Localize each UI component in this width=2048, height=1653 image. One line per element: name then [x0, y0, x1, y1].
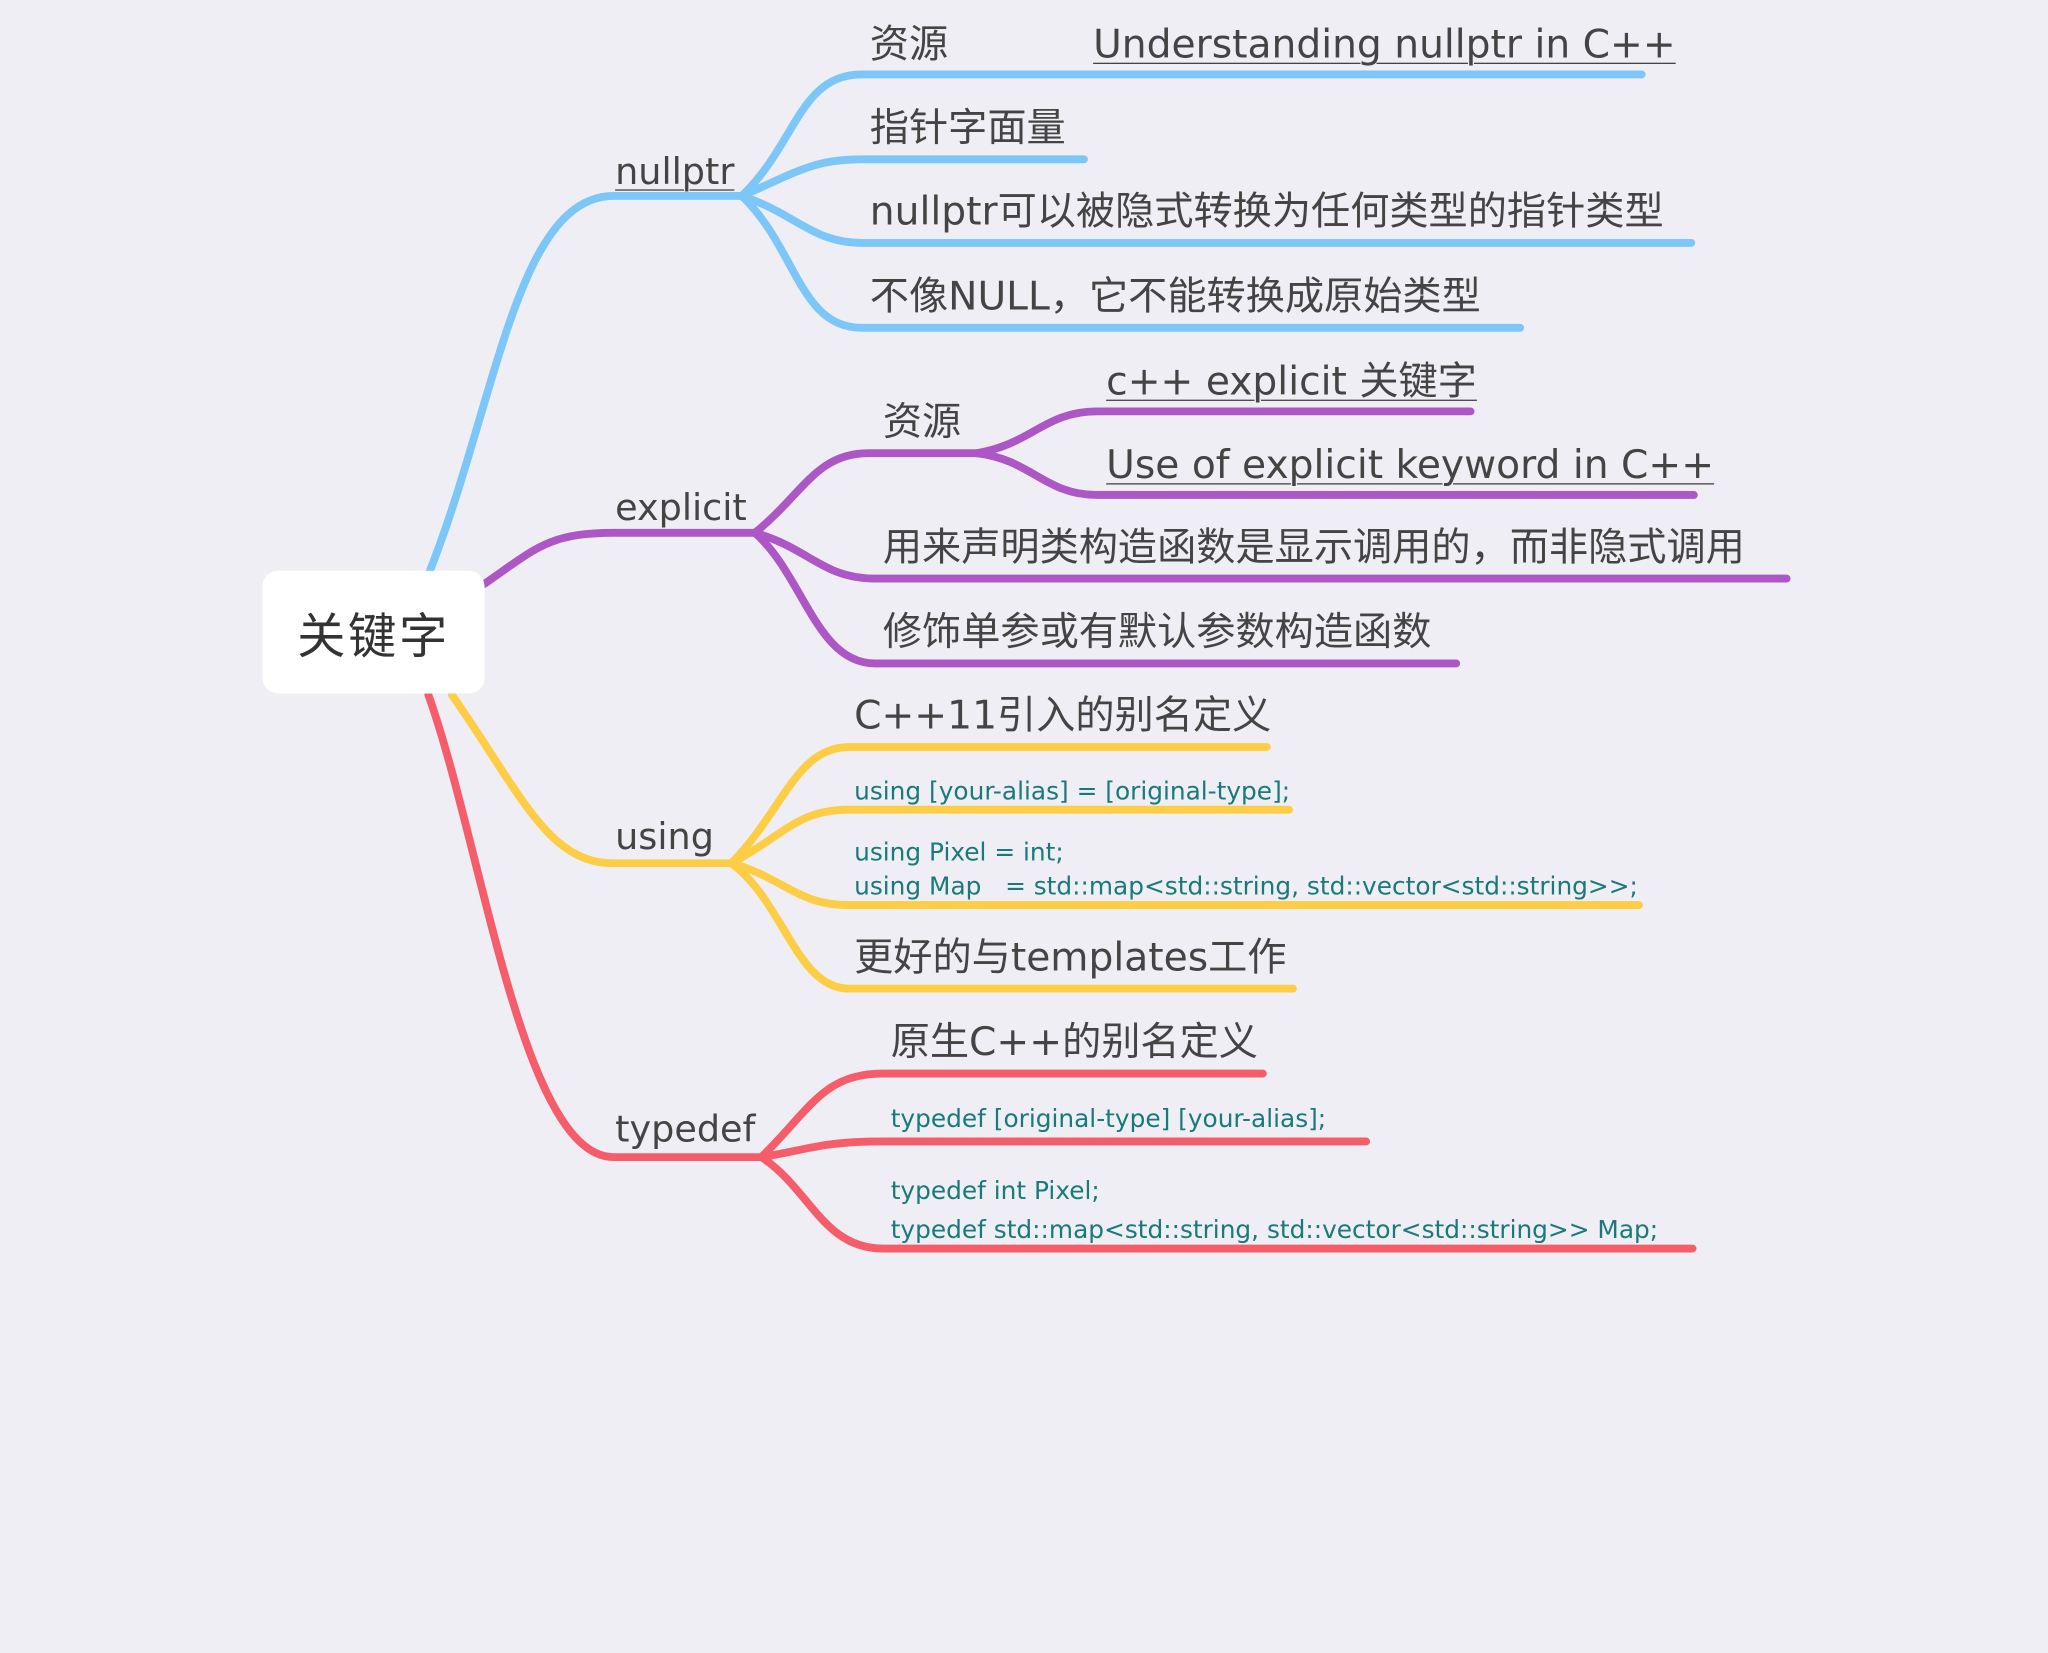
typedef-to-examples-connector	[757, 1153, 1697, 1253]
mind-map-connectors	[424, 70, 1791, 1253]
explicit-resource-link-2[interactable]: Use of explicit keyword in C++	[1106, 442, 1715, 489]
typedef-code-syntax: typedef [original-type] [your-alias];	[890, 1104, 1327, 1134]
explicit-resource-link-1[interactable]: c++ explicit 关键字	[1106, 359, 1477, 405]
explicit-to-resource-connector	[750, 449, 984, 537]
branch-nullptr[interactable]: nullptr	[615, 150, 735, 194]
explicit-item-modifier: 修饰单参或有默认参数构造函数	[882, 609, 1432, 656]
using-item-cpp11: C++11引入的别名定义	[854, 693, 1272, 740]
nullptr-connectors	[424, 70, 1696, 579]
root-node[interactable]: 关键字	[262, 570, 485, 694]
resource-to-link2-connector	[972, 449, 1698, 499]
nullptr-item-literal: 指针字面量	[869, 105, 1066, 152]
using-item-templates: 更好的与templates工作	[854, 935, 1287, 981]
branch-typedef[interactable]: typedef	[615, 1107, 756, 1151]
using-to-cpp11-connector	[727, 743, 1271, 868]
resource-to-link1-connector	[972, 407, 1475, 458]
nullptr-item-not-null: 不像NULL，它不能转换成原始类型	[869, 274, 1481, 320]
root-to-nullptr-connector	[424, 191, 749, 579]
explicit-to-modifier-connector	[750, 528, 1461, 668]
nullptr-to-nonnull-connector	[737, 191, 1525, 332]
nullptr-to-implicit-connector	[737, 191, 1696, 247]
typedef-code-examples: typedef int Pixel; typedef std::map<std:…	[890, 1176, 1659, 1246]
nullptr-item-implicit-conversion: nullptr可以被隐式转换为任何类型的指针类型	[869, 189, 1664, 236]
using-to-syntax-connector	[727, 805, 1293, 868]
typedef-item-native: 原生C++的别名定义	[890, 1019, 1258, 1066]
nullptr-to-resource-connector	[737, 70, 1646, 200]
branch-using[interactable]: using	[615, 814, 714, 859]
using-connectors	[447, 690, 1643, 993]
explicit-to-purpose-connector	[750, 528, 1791, 583]
explicit-item-purpose: 用来声明类构造函数是显示调用的，而非隐式调用	[882, 525, 1745, 571]
root-to-explicit-connector	[480, 528, 762, 588]
root-to-using-connector	[447, 690, 738, 868]
using-to-templates-connector	[727, 859, 1297, 993]
using-code-syntax: using [your-alias] = [original-type];	[854, 777, 1291, 806]
using-to-examples-connector	[727, 859, 1643, 909]
using-code-examples: using Pixel = int; using Map = std::map<…	[854, 838, 1638, 901]
nullptr-to-literal-connector	[737, 155, 1088, 200]
explicit-connectors	[480, 407, 1791, 668]
typedef-to-syntax-connector	[757, 1137, 1370, 1162]
root-to-typedef-connector	[424, 690, 768, 1162]
nullptr-resource-link[interactable]: Understanding nullptr in C++	[1093, 22, 1676, 68]
branch-explicit[interactable]: explicit	[615, 485, 747, 529]
explicit-resource-label: 资源	[882, 399, 962, 446]
nullptr-resource-label: 资源	[869, 22, 949, 68]
typedef-to-native-connector	[757, 1069, 1267, 1162]
typedef-connectors	[424, 690, 1697, 1253]
